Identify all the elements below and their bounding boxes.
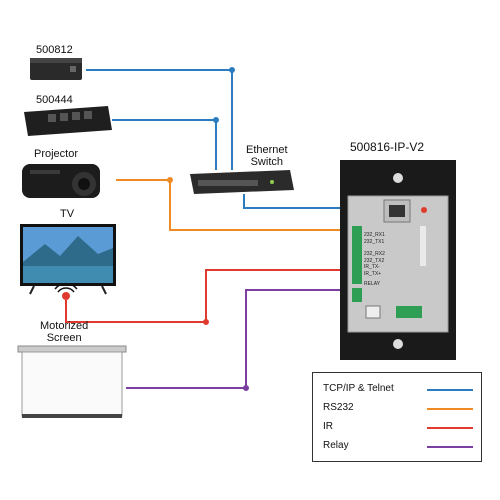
panel-label-ir-tx-plus: IR_TX+: [364, 270, 382, 277]
ir-emitter: [54, 282, 78, 300]
ethernet-switch: [190, 170, 294, 194]
label-screen-line2: Screen: [46, 332, 82, 344]
motorized-screen: [17, 345, 127, 418]
tcp-lines: [86, 67, 340, 209]
label-motorized-screen: Motorized Screen: [40, 320, 88, 344]
label-switch-line1: Ethernet: [246, 144, 288, 156]
legend-swatch-ir: [427, 427, 473, 429]
label-tv: TV: [60, 208, 75, 220]
label-switch-line2: Switch: [250, 156, 283, 168]
label-ethernet-switch: Ethernet Switch: [246, 144, 288, 168]
legend-swatch-rs232: [427, 408, 473, 410]
panel-terminal-labels: 232_RX1 232_TX1 232_RX2 232_TX2 IR_TX- I…: [364, 232, 385, 288]
legend-label-relay: Relay: [323, 440, 349, 451]
legend-swatch-relay: [427, 446, 473, 448]
panel-label-232-rx2: 232_RX2: [364, 251, 385, 257]
label-500444: 500444: [36, 94, 73, 106]
device-500812: [30, 58, 82, 80]
panel-label-232-tx2: 232_TX2: [364, 257, 385, 264]
relay-line: [126, 289, 340, 391]
label-panel-title: 500816-IP-V2: [350, 140, 425, 154]
label-projector: Projector: [34, 148, 79, 160]
wall-plate: [340, 160, 456, 360]
label-screen-line1: Motorized: [40, 320, 89, 332]
panel-label-relay: RELAY: [364, 281, 381, 287]
legend-label-tcp: TCP/IP & Telnet: [323, 383, 394, 394]
legend-swatch-tcp: [427, 389, 473, 391]
label-500812: 500812: [36, 44, 73, 56]
legend-label-rs232: RS232: [323, 402, 354, 413]
projector-device: [22, 164, 100, 198]
legend-label-ir: IR: [323, 421, 333, 432]
tv-device: [20, 224, 116, 295]
device-500444: [24, 106, 112, 136]
legend-box: TCP/IP & Telnet RS232 IR Relay: [312, 372, 482, 462]
ir-line: [65, 269, 340, 325]
rs232-line: [116, 177, 340, 231]
panel-label-232-rx1: 232_RX1: [364, 232, 385, 238]
panel-label-ir-tx-minus: IR_TX-: [364, 264, 380, 270]
panel-label-232-tx1: 232_TX1: [364, 238, 385, 245]
